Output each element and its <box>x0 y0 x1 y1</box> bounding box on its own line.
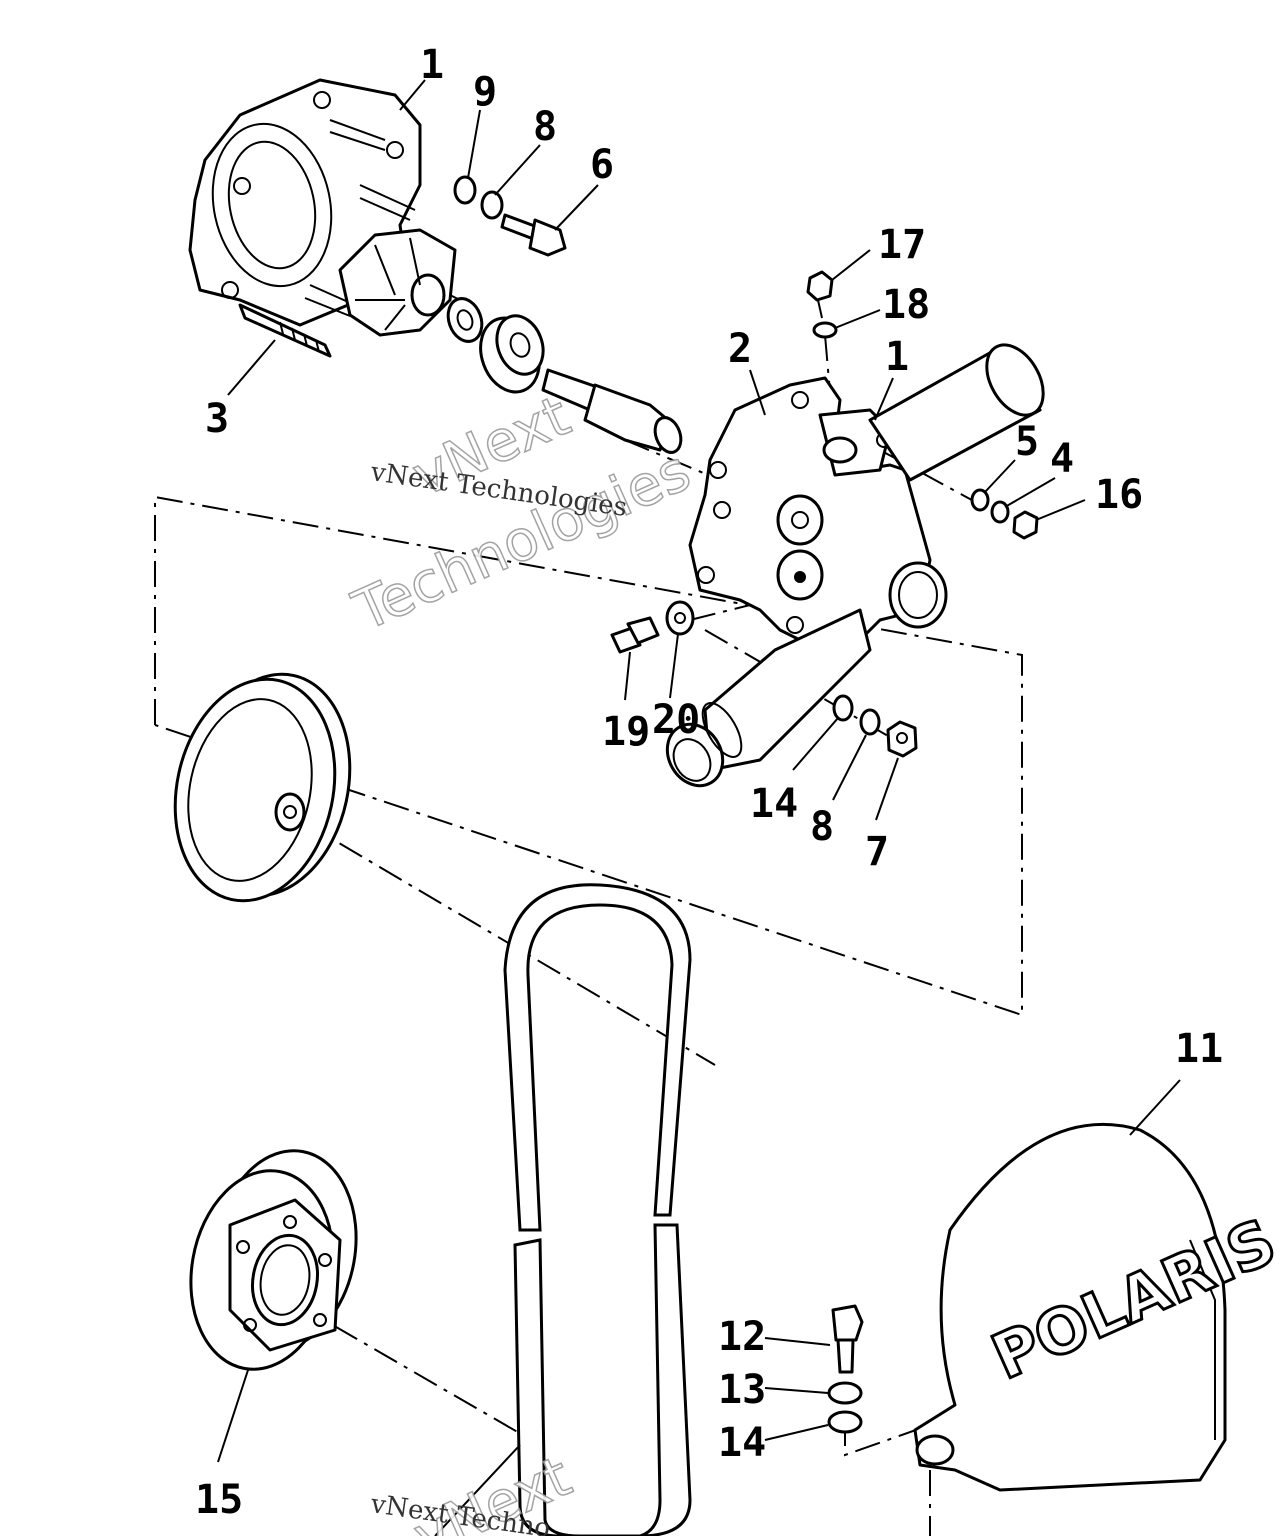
housing-studs <box>304 119 416 317</box>
belt-cover <box>913 1122 1227 1492</box>
callout-11: 11 <box>1175 1026 1223 1072</box>
washer-part-5 <box>970 488 990 512</box>
washer-part-13 <box>827 1381 863 1405</box>
callout-2: 2 <box>728 326 752 372</box>
callout-14-upper: 14 <box>750 781 798 827</box>
callout-15: 15 <box>195 1477 243 1523</box>
bolt-part-17 <box>806 270 834 319</box>
callout-9: 9 <box>473 69 497 115</box>
washer-part-18 <box>812 321 838 339</box>
fitting-part-19 <box>610 616 660 654</box>
washer-part-9 <box>453 175 477 205</box>
callout-18: 18 <box>882 282 930 328</box>
bolt-part-12 <box>831 1304 864 1374</box>
washer-part-4 <box>990 500 1010 524</box>
callout-labels: 1 9 8 6 17 18 2 1 3 5 4 16 19 20 14 8 7 … <box>195 42 1223 1523</box>
washer-part-14-cover <box>827 1410 863 1434</box>
callout-1-cover: 1 <box>885 334 909 380</box>
assembly-outline <box>154 495 1023 1017</box>
inlet-tube <box>868 343 1045 482</box>
pump-shaft <box>541 368 683 454</box>
callout-5: 5 <box>1015 419 1039 465</box>
watermark-bottom: vNext vNext Techno <box>368 1443 581 1536</box>
washer-part-8-lower <box>859 708 881 736</box>
washer-part-14 <box>832 694 854 722</box>
leader-lines <box>217 79 1181 1536</box>
callout-8-lower: 8 <box>810 804 834 850</box>
callout-8-upper: 8 <box>533 104 557 150</box>
seal-ring <box>446 297 484 343</box>
callout-14-lower: 14 <box>718 1420 766 1466</box>
callout-1-housing: 1 <box>420 42 444 88</box>
outlet-elbow <box>665 608 872 788</box>
drive-pulley <box>189 1149 358 1371</box>
callout-13: 13 <box>718 1367 766 1413</box>
nut-part-7 <box>886 720 918 758</box>
callout-3: 3 <box>205 396 229 442</box>
bolt-part-6 <box>500 213 567 257</box>
washer-part-20 <box>665 600 695 636</box>
callout-16: 16 <box>1095 472 1143 518</box>
shaft-axis-line <box>624 439 721 481</box>
pump-pulley <box>173 672 352 903</box>
washer-part-8 <box>480 190 504 220</box>
callout-17: 17 <box>878 222 926 268</box>
stud-part-3 <box>238 303 332 358</box>
impeller <box>338 228 457 337</box>
callout-12: 12 <box>718 1314 766 1360</box>
nut-part-16 <box>1012 510 1039 540</box>
callout-7: 7 <box>865 829 889 875</box>
bearing <box>479 314 545 394</box>
callout-20: 20 <box>652 697 700 743</box>
callout-19: 19 <box>602 709 650 755</box>
callout-6: 6 <box>590 142 614 188</box>
drive-belt <box>503 883 692 1536</box>
callout-4: 4 <box>1050 436 1074 482</box>
